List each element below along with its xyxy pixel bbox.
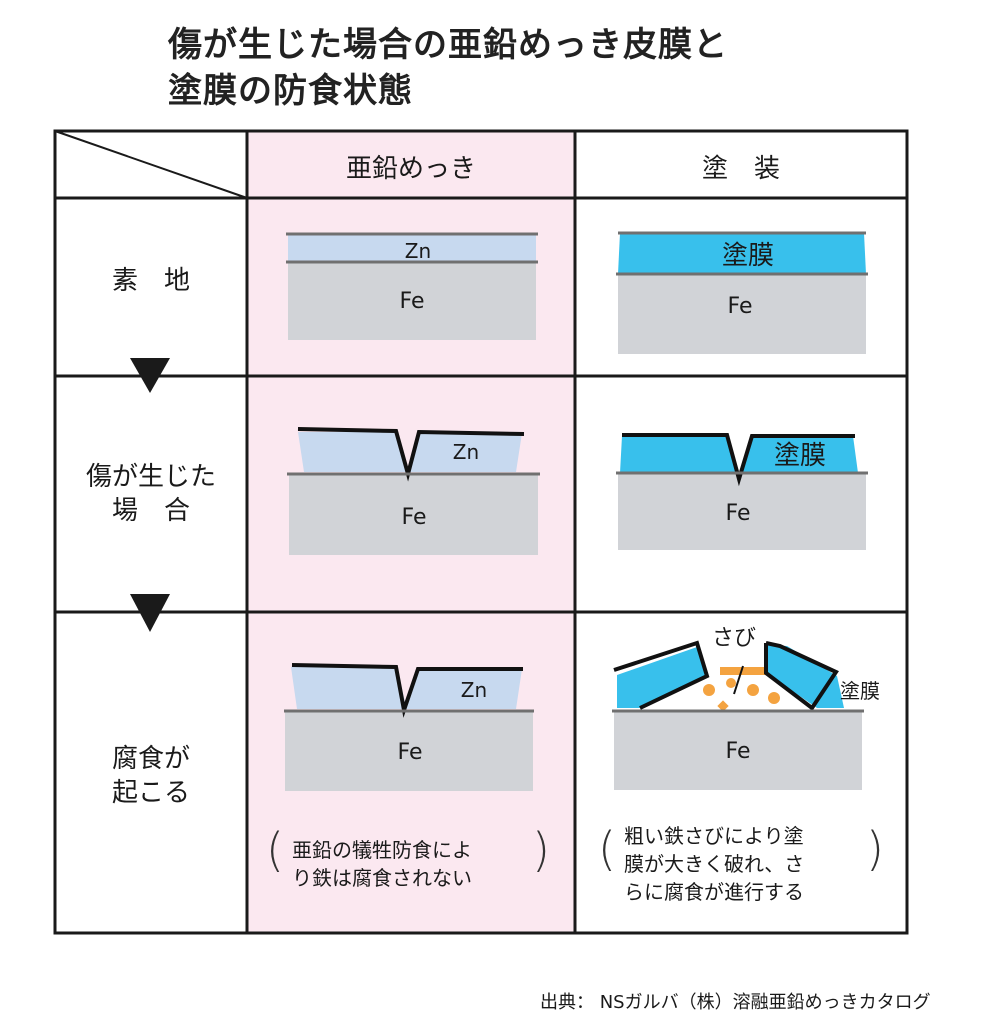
diagram-title: 傷が生じた場合の亜鉛めっき皮膜と 塗膜の防食状態 <box>168 22 728 114</box>
rust-particle <box>768 692 780 704</box>
fe-layer <box>618 473 866 550</box>
zinc-note: 亜鉛の犠牲防食によ り鉄は腐食されない <box>292 836 472 892</box>
rust-mass <box>642 670 832 710</box>
zinc-note-line-2: り鉄は腐食されない <box>292 866 472 890</box>
fe-label: Fe <box>726 739 751 764</box>
column-header-zinc: 亜鉛めっき <box>345 154 476 184</box>
paint-scratched-diagram: 塗膜 Fe <box>616 433 868 550</box>
zn-layer <box>288 234 536 262</box>
fe-label: Fe <box>726 501 751 526</box>
paint-base-diagram: 塗膜 Fe <box>616 231 868 354</box>
fe-layer <box>289 474 538 555</box>
row-label-base: 素 地 <box>111 266 190 296</box>
title-line-1: 傷が生じた場合の亜鉛めっき皮膜と <box>168 25 728 65</box>
zn-label: Zn <box>453 440 479 464</box>
zinc-note-right-paren: ) <box>532 823 550 877</box>
rust-particle <box>747 684 759 696</box>
paint-note-left-paren: ( <box>598 822 616 876</box>
paint-note-line-3: らに腐食が進行する <box>624 880 804 904</box>
row-label-corrosion: 腐食が 起こる <box>55 742 247 810</box>
zn-label: Zn <box>405 239 431 263</box>
coating-surface-left <box>613 640 710 710</box>
fe-layer <box>614 712 862 790</box>
coating-label: 塗膜 <box>840 679 880 703</box>
column-header-paint: 塗 装 <box>701 154 780 184</box>
row-label-scratched-line-1: 傷が生じた <box>85 462 216 492</box>
fe-label: Fe <box>398 740 423 765</box>
zinc-corrosion-diagram: Zn Fe <box>284 663 534 791</box>
zinc-note-left-paren: ( <box>266 823 284 877</box>
paint-corrosion-diagram: さび 塗膜 Fe <box>612 626 880 790</box>
paint-note-line-1: 粗い鉄さびにより塗 <box>624 824 804 848</box>
corner-diagonal <box>54 130 248 199</box>
fe-label: Fe <box>402 505 427 530</box>
fe-layer <box>288 262 536 340</box>
zinc-scratched-diagram: Zn Fe <box>287 427 540 555</box>
row-label-corrosion-line-2: 起こる <box>111 778 190 808</box>
fe-label: Fe <box>728 294 753 319</box>
zinc-note-line-1: 亜鉛の犠牲防食によ <box>292 838 472 862</box>
paint-note: 粗い鉄さびにより塗 膜が大きく破れ、さ らに腐食が進行する <box>624 822 804 906</box>
table-border <box>53 129 909 935</box>
fe-layer <box>285 712 533 791</box>
rust-particle <box>726 678 736 688</box>
title-line-2: 塗膜の防食状態 <box>168 71 413 111</box>
down-arrow-icon <box>130 594 170 632</box>
fe-label: Fe <box>400 289 425 314</box>
paint-note-line-2: 膜が大きく破れ、さ <box>624 852 805 876</box>
paint-note-right-paren: ) <box>866 822 884 876</box>
rust-pointer-line <box>733 665 744 695</box>
coating-layer <box>620 436 858 478</box>
zinc-base-diagram: Zn Fe <box>286 232 538 340</box>
row-label-corrosion-line-1: 腐食が <box>111 744 190 774</box>
coating-label: 塗膜 <box>722 241 774 271</box>
coating-surface-right <box>764 641 839 711</box>
rust-label: さび <box>712 626 756 651</box>
zn-label: Zn <box>461 678 487 702</box>
rust-particle <box>703 684 715 696</box>
source-citation: 出典： NSガルバ（株）溶融亜鉛めっきカタログ <box>540 992 931 1013</box>
coating-label: 塗膜 <box>774 441 826 471</box>
fe-layer <box>618 274 866 354</box>
down-arrow-icon <box>130 358 170 393</box>
coating-layer-left <box>617 647 707 708</box>
coating-surface-line <box>622 433 855 487</box>
row-label-scratched-line-2: 場 合 <box>111 496 190 526</box>
rust-particle <box>717 700 729 712</box>
row-label-scratched: 傷が生じた 場 合 <box>55 460 247 528</box>
coating-layer <box>618 233 866 274</box>
zn-layer <box>298 432 522 472</box>
rust-layer-top <box>720 667 768 675</box>
zn-layer <box>291 667 522 709</box>
